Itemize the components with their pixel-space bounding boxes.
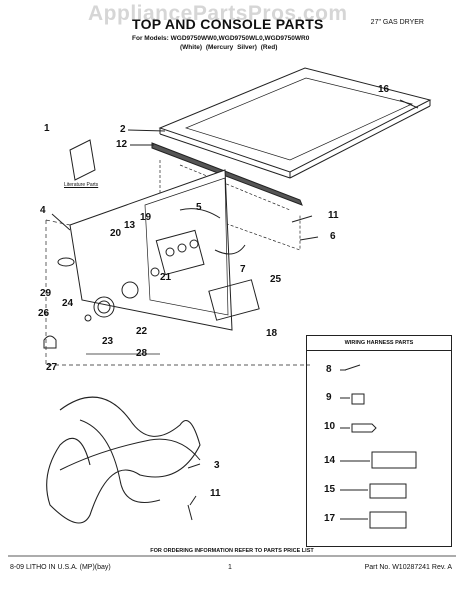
callout-14: 14 [324,455,336,466]
callout-27: 27 [46,362,58,373]
wiring-harness-parts-box: WIRING HARNESS PARTS [306,335,452,547]
callout-9: 9 [326,392,332,403]
wire-7 [214,244,246,255]
wire-harness [46,396,201,524]
model-list: For Models: WGD9750WW0,WGD9750WL0,WGD975… [132,35,310,42]
watermark: AppliancePartsPros.com [88,2,348,25]
callout-29: 29 [40,288,52,299]
callout-21: 21 [160,272,172,283]
literature-parts-label: Literature Parts [64,182,99,188]
ordering-note: FOR ORDERING INFORMATION REFER TO PARTS … [150,548,314,554]
callout-23: 23 [102,336,114,347]
callout-3: 3 [214,460,220,471]
callout-18: 18 [266,328,278,339]
ui-board [208,279,260,321]
callout-11-lower: 11 [210,488,221,499]
callout-25: 25 [270,274,282,285]
callout-1: 1 [44,123,50,134]
knob [93,296,115,318]
callout-2: 2 [120,124,126,135]
callout-24: 24 [62,298,74,309]
callout-26: 26 [38,308,50,319]
callout-16: 16 [378,84,390,95]
model-variants: (White) (Mercury Silver) (Red) [180,44,278,51]
literature-book [69,139,96,181]
control-board [155,229,205,276]
callout-10: 10 [324,421,336,432]
gasket-strip [151,142,303,206]
rear-frame [159,160,301,251]
harness-box-title: WIRING HARNESS PARTS [307,336,451,351]
wire-5 [179,208,221,219]
litho-info: 8-09 LITHO IN U.S.A. (MP)(bay) [10,564,111,571]
callout-11: 11 [328,210,339,221]
part-number: Part No. W10287241 Rev. A [364,564,452,571]
callout-17: 17 [324,513,336,524]
callout-12: 12 [116,139,128,150]
callout-5: 5 [196,202,202,213]
callout-20: 20 [110,228,122,239]
console-window [144,177,229,316]
top-panel [158,67,432,173]
page-title: TOP AND CONSOLE PARTS [132,16,324,32]
page-number: 1 [228,564,232,571]
console-panel [69,169,233,331]
callout-15: 15 [324,484,336,495]
page-subtitle: 27" GAS DRYER [370,19,424,26]
callout-28: 28 [136,348,148,359]
callout-19: 19 [140,212,152,223]
callout-13: 13 [124,220,136,231]
callout-22: 22 [136,326,148,337]
callout-7: 7 [240,264,246,275]
top-panel-inset [184,77,414,161]
callout-6: 6 [330,231,336,242]
callout-8: 8 [326,364,332,375]
callout-4: 4 [40,205,46,216]
